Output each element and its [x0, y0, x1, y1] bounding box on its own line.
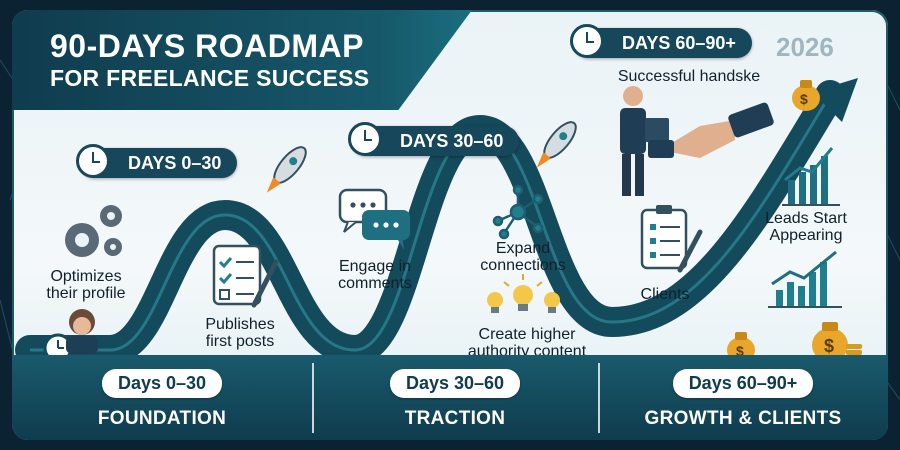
year-label: 2026 — [776, 32, 834, 62]
network-icon — [492, 184, 544, 240]
svg-text:$: $ — [736, 343, 744, 359]
svg-text:$: $ — [824, 336, 834, 356]
growth-chart-icon — [782, 147, 840, 206]
rocket-icon — [536, 121, 577, 168]
phase-range: Days 0–30 — [101, 369, 223, 398]
arrow-head-icon — [812, 78, 858, 122]
gear-icon — [65, 205, 122, 257]
phase-footer: Days 0–30 FOUNDATION Days 30–60 TRACTION… — [12, 355, 888, 440]
footer-divider — [312, 363, 314, 433]
phase-name: FOUNDATION — [97, 408, 227, 429]
page-subtitle: FOR FREELANCE SUCCESS — [50, 65, 370, 91]
phase-range: Days 60–90+ — [672, 369, 814, 398]
businessman-figure — [620, 86, 669, 196]
title-banner — [12, 10, 472, 110]
chat-icon — [338, 188, 410, 250]
clock-icon — [348, 122, 382, 156]
clock-icon — [76, 144, 110, 178]
milestone-pill-days-60-90: DAYS 60–90+ — [570, 24, 752, 58]
step-label-clients: Clients — [640, 286, 690, 303]
phase-foundation: Days 0–30 FOUNDATION — [12, 369, 312, 430]
freelancer-avatar — [66, 309, 98, 354]
phase-traction: Days 30–60 TRACTION — [312, 369, 598, 430]
phase-growth: Days 60–90+ GROWTH & CLIENTS — [598, 369, 888, 430]
money-bag-icon: $ — [792, 80, 820, 111]
phase-name: GROWTH & CLIENTS — [644, 408, 842, 429]
lightbulb-icon — [487, 274, 560, 313]
handshake-icon — [648, 102, 774, 158]
step-label-handshake: Successful handske — [617, 68, 761, 85]
page-title: 90-DAYS ROADMAP — [50, 28, 364, 64]
clock-icon — [570, 24, 604, 58]
phase-name: TRACTION — [404, 408, 506, 429]
milestone-pill-days-30-60: DAYS 30–60 — [348, 122, 520, 156]
rocket-icon — [266, 146, 307, 193]
money-bag-icon: $ — [812, 322, 862, 362]
phase-range: Days 30–60 — [389, 369, 521, 398]
clipboard-icon — [640, 205, 703, 273]
checklist-icon — [212, 244, 279, 308]
svg-text:$: $ — [800, 91, 808, 107]
milestone-pill-days-0-30: DAYS 0–30 — [76, 144, 238, 178]
growth-chart-icon — [768, 250, 842, 308]
footer-divider — [598, 363, 600, 433]
